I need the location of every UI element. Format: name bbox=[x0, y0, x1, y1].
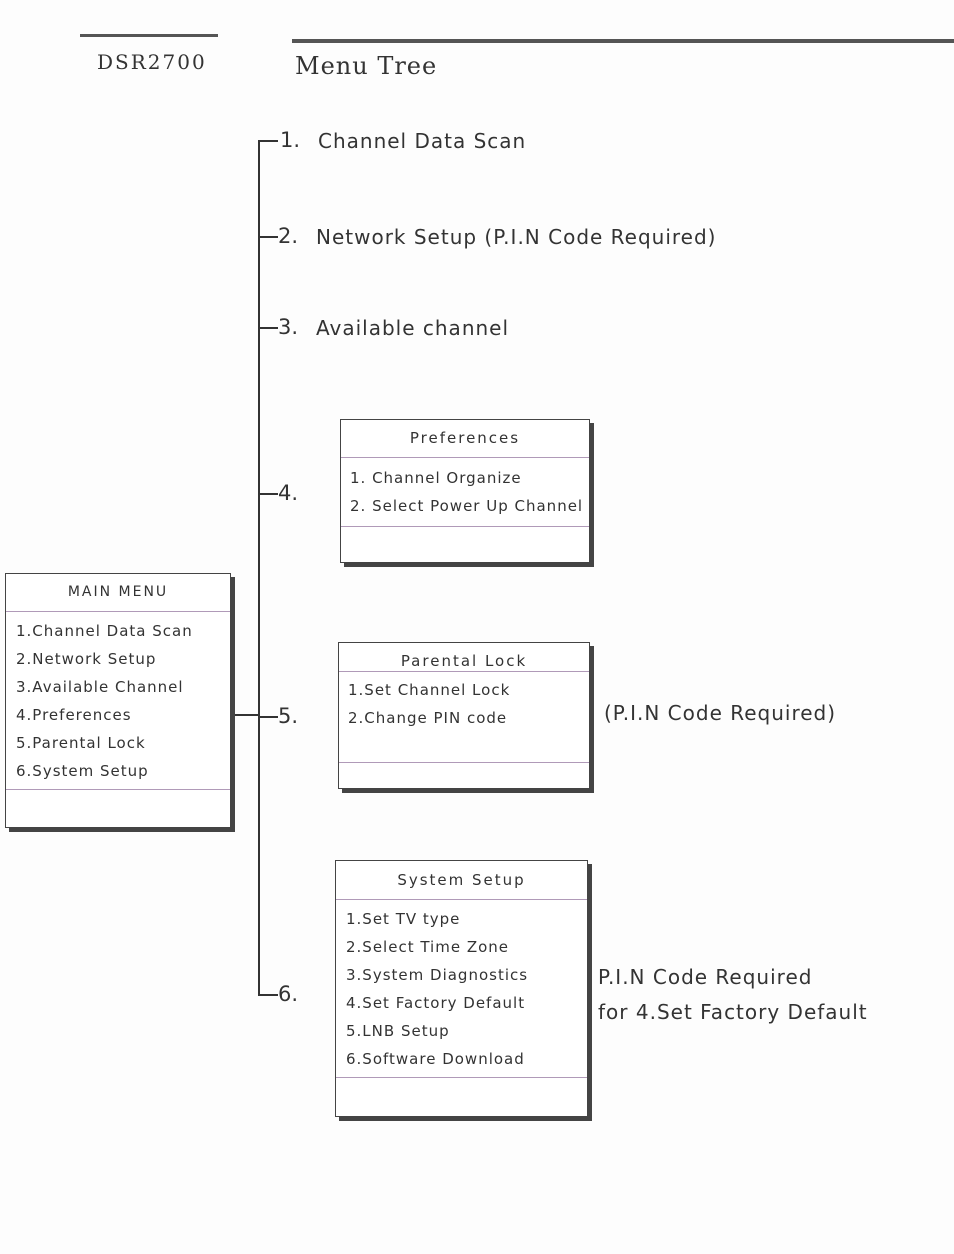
system-setup-pin-note-line2: for 4.Set Factory Default bbox=[598, 1000, 868, 1024]
parental-lock-title: Parental Lock bbox=[339, 643, 589, 672]
preferences-item-power-up-channel: 2. Select Power Up Channel bbox=[350, 497, 584, 515]
header-rule-left bbox=[80, 34, 218, 37]
main-menu-box: MAIN MENU 1.Channel Data Scan 2.Network … bbox=[5, 573, 231, 828]
main-menu-item-system-setup: 6.System Setup bbox=[16, 762, 149, 780]
system-setup-divider bbox=[336, 1077, 587, 1078]
header-rule-right bbox=[292, 39, 954, 43]
system-setup-title: System Setup bbox=[336, 861, 587, 900]
system-setup-item-tv-type: 1.Set TV type bbox=[346, 910, 461, 928]
branch-connector-6 bbox=[258, 994, 278, 996]
branch-number-2: 2. bbox=[278, 224, 299, 248]
system-setup-item-diagnostics: 3.System Diagnostics bbox=[346, 966, 529, 984]
preferences-divider bbox=[341, 526, 589, 527]
system-setup-box: System Setup 1.Set TV type 2.Select Time… bbox=[335, 860, 588, 1117]
branch-label-available-channel: Available channel bbox=[316, 316, 510, 340]
parental-lock-item-set-channel-lock: 1.Set Channel Lock bbox=[348, 681, 511, 699]
branch-connector-2 bbox=[258, 236, 278, 238]
main-menu-item-available-channel: 3.Available Channel bbox=[16, 678, 184, 696]
branch-number-3: 3. bbox=[278, 315, 299, 339]
system-setup-pin-note-line1: P.I.N Code Required bbox=[598, 965, 813, 989]
branch-number-1: 1. bbox=[280, 128, 301, 152]
main-menu-item-network-setup: 2.Network Setup bbox=[16, 650, 157, 668]
branch-connector-1 bbox=[258, 140, 278, 142]
branch-number-4: 4. bbox=[278, 481, 299, 505]
branch-number-5: 5. bbox=[278, 704, 299, 728]
system-setup-item-lnb-setup: 5.LNB Setup bbox=[346, 1022, 450, 1040]
branch-connector-5 bbox=[258, 716, 278, 718]
parental-lock-item-change-pin: 2.Change PIN code bbox=[348, 709, 508, 727]
branch-label-channel-data-scan: Channel Data Scan bbox=[318, 129, 527, 153]
parental-lock-pin-note: (P.I.N Code Required) bbox=[604, 701, 837, 725]
branch-number-6: 6. bbox=[278, 982, 299, 1006]
preferences-title: Preferences bbox=[341, 420, 589, 458]
main-menu-title: MAIN MENU bbox=[6, 574, 230, 612]
main-menu-item-parental-lock: 5.Parental Lock bbox=[16, 734, 146, 752]
system-setup-item-time-zone: 2.Select Time Zone bbox=[346, 938, 510, 956]
branch-connector-3 bbox=[258, 327, 278, 329]
model-name: DSR2700 bbox=[97, 50, 207, 74]
system-setup-item-factory-default: 4.Set Factory Default bbox=[346, 994, 526, 1012]
main-menu-connector bbox=[232, 714, 259, 716]
branch-connector-4 bbox=[258, 493, 278, 495]
main-menu-divider bbox=[6, 789, 230, 790]
main-menu-item-preferences: 4.Preferences bbox=[16, 706, 132, 724]
parental-lock-divider bbox=[339, 762, 589, 763]
preferences-item-channel-organize: 1. Channel Organize bbox=[350, 469, 522, 487]
preferences-box: Preferences 1. Channel Organize 2. Selec… bbox=[340, 419, 590, 563]
parental-lock-box: Parental Lock 1.Set Channel Lock 2.Chang… bbox=[338, 642, 590, 789]
branch-label-network-setup: Network Setup (P.I.N Code Required) bbox=[316, 225, 717, 249]
main-menu-item-channel-data-scan: 1.Channel Data Scan bbox=[16, 622, 193, 640]
tree-trunk bbox=[258, 140, 260, 996]
system-setup-item-software-download: 6.Software Download bbox=[346, 1050, 525, 1068]
page-title: Menu Tree bbox=[295, 52, 438, 80]
